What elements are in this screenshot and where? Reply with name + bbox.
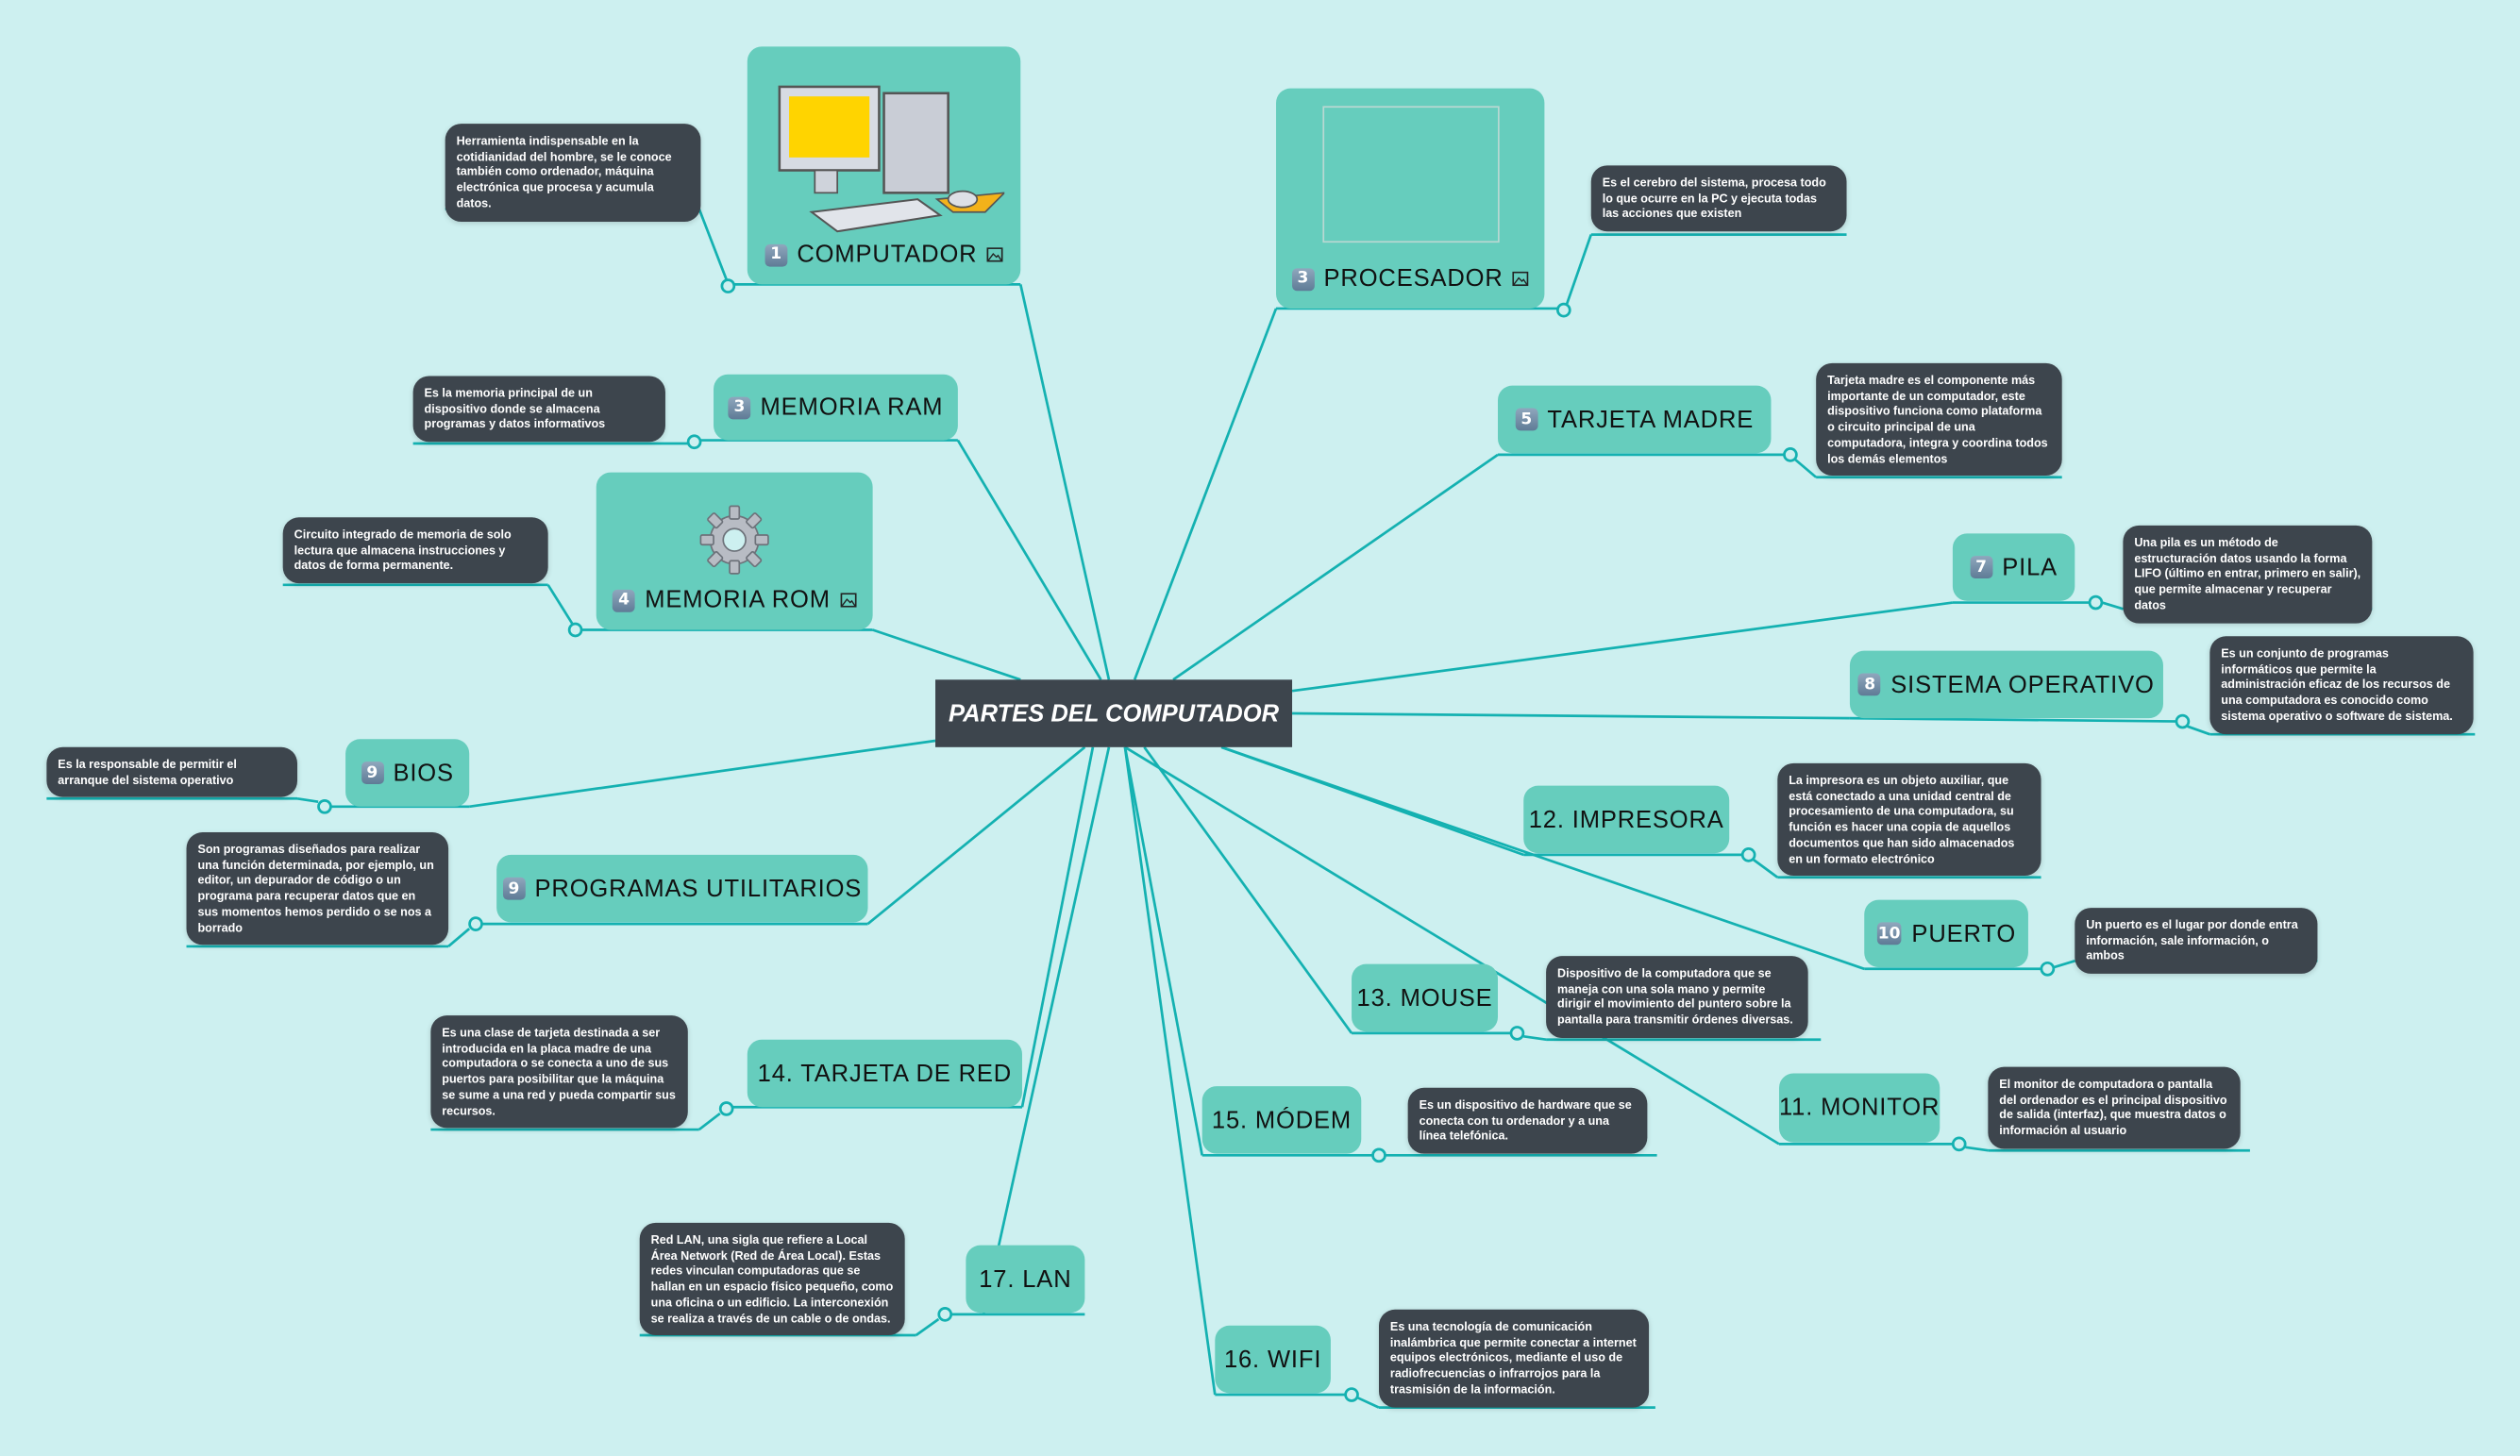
node-label: PUERTO <box>1911 919 2017 947</box>
number-badge: 7 <box>1970 556 1993 579</box>
node-label: 11. MONITOR <box>1779 1094 1940 1122</box>
number-badge: 9 <box>361 761 384 784</box>
number-badge: 4 <box>613 589 636 611</box>
central-topic-label: PARTES DEL COMPUTADOR <box>948 699 1280 728</box>
node-programas-utilitarios[interactable]: 9 PROGRAMAS UTILITARIOS <box>496 854 868 923</box>
node-impresora[interactable]: 12. IMPRESORA <box>1523 785 1730 854</box>
node-label: 17. LAN <box>979 1264 1072 1293</box>
node-label: SISTEMA OPERATIVO <box>1890 670 2155 698</box>
number-badge: 3 <box>728 395 751 419</box>
note-tarjeta-madre: Tarjeta madre es el componente más impor… <box>1816 362 2062 477</box>
image-icon[interactable] <box>986 247 1003 262</box>
node-label: PROGRAMAS UTILITARIOS <box>534 875 863 903</box>
node-modem[interactable]: 15. MÓDEM <box>1201 1086 1362 1154</box>
number-badge: 8 <box>1858 673 1882 696</box>
node-label: MEMORIA ROM <box>645 586 831 614</box>
node-label: MEMORIA RAM <box>760 393 944 422</box>
central-topic[interactable]: PARTES DEL COMPUTADOR <box>935 679 1293 747</box>
note-sistema-operativo: Es un conjunto de programas informáticos… <box>2209 636 2474 734</box>
number-badge: 3 <box>1291 267 1315 291</box>
node-label: 12. IMPRESORA <box>1528 805 1724 833</box>
node-puerto[interactable]: 10 PUERTO <box>1864 899 2028 968</box>
gear-image <box>699 505 769 575</box>
note-computador: Herramienta indispensable en la cotidian… <box>445 124 701 222</box>
note-procesador: Es el cerebro del sistema, procesa todo … <box>1590 165 1847 232</box>
note-wifi: Es una tecnología de comunicación inalám… <box>1379 1309 1650 1407</box>
image-icon[interactable] <box>1512 271 1529 287</box>
node-memoria-rom[interactable]: 4 MEMORIA ROM <box>596 472 873 630</box>
note-monitor: El monitor de computadora o pantalla del… <box>1988 1066 2241 1149</box>
node-label: 14. TARJETA DE RED <box>757 1059 1013 1087</box>
note-impresora: La impresora es un objeto auxiliar, que … <box>1777 762 2041 877</box>
node-bios[interactable]: 9 BIOS <box>345 739 470 807</box>
node-mouse[interactable]: 13. MOUSE <box>1352 963 1499 1032</box>
image-icon[interactable] <box>840 593 857 608</box>
number-badge: 9 <box>502 877 526 900</box>
note-bios: Es la responsable de permitir el arranqu… <box>46 746 298 798</box>
note-programas-utilitarios: Son programas diseñados para realizar un… <box>186 832 449 946</box>
number-badge: 10 <box>1876 922 1903 946</box>
node-tarjeta-de-red[interactable]: 14. TARJETA DE RED <box>747 1039 1022 1108</box>
node-label: PILA <box>2002 553 2058 581</box>
node-computador[interactable]: 1 COMPUTADOR <box>747 46 1021 285</box>
note-lan: Red LAN, una sigla que refiere a Local Á… <box>639 1222 905 1336</box>
node-procesador[interactable]: 3 PROCESADOR <box>1276 88 1545 309</box>
note-tarjeta-de-red: Es una clase de tarjeta destinada a ser … <box>430 1015 688 1129</box>
note-pila: Una pila es un método de estructuración … <box>2123 525 2373 623</box>
computer-image <box>778 85 1005 233</box>
note-memoria-ram: Es la memoria principal de un dispositiv… <box>412 376 665 443</box>
node-label: 16. WIFI <box>1223 1346 1322 1374</box>
node-pila[interactable]: 7 PILA <box>1952 533 2075 601</box>
node-label: COMPUTADOR <box>797 241 978 269</box>
node-monitor[interactable]: 11. MONITOR <box>1778 1073 1940 1143</box>
number-badge: 1 <box>764 243 788 266</box>
note-puerto: Un puerto es el lugar por donde entra in… <box>2075 908 2318 975</box>
node-label: BIOS <box>393 759 454 787</box>
node-lan[interactable]: 17. LAN <box>966 1245 1085 1314</box>
broken-image-placeholder <box>1321 106 1499 243</box>
note-modem: Es un dispositivo de hardware que se con… <box>1407 1087 1648 1154</box>
number-badge: 5 <box>1515 408 1538 431</box>
note-memoria-rom: Circuito integrado de memoria de solo le… <box>282 517 548 584</box>
node-wifi[interactable]: 16. WIFI <box>1215 1325 1331 1394</box>
note-mouse: Dispositivo de la computadora que se man… <box>1546 956 1808 1038</box>
node-tarjeta-madre[interactable]: 5 TARJETA MADRE <box>1498 385 1772 454</box>
node-label: 15. MÓDEM <box>1211 1106 1352 1134</box>
node-memoria-ram[interactable]: 3 MEMORIA RAM <box>714 374 958 441</box>
node-sistema-operativo[interactable]: 8 SISTEMA OPERATIVO <box>1849 650 2163 719</box>
node-label: PROCESADOR <box>1323 264 1504 293</box>
node-label: 13. MOUSE <box>1356 983 1493 1012</box>
node-label: TARJETA MADRE <box>1547 405 1755 433</box>
